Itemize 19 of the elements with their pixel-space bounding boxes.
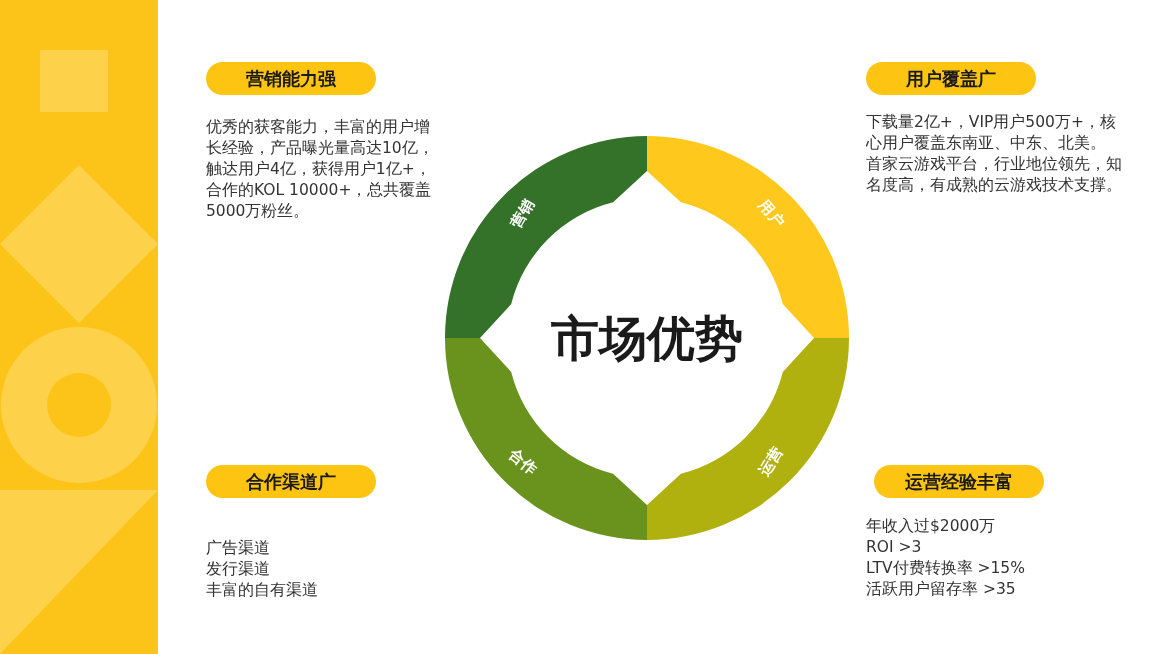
- body-text: 下载量2亿+，VIP用户500万+，核心用户覆盖东南亚、中东、北美。: [866, 112, 1117, 154]
- body-text: 首家云游戏平台，行业地位领先，知名度高，有成熟的云游戏技术支撑。: [866, 154, 1123, 196]
- body-text: 丰富的自有渠道: [206, 580, 319, 601]
- heading-pill: 合作渠道广: [206, 465, 376, 498]
- heading-pill: 营销能力强: [206, 62, 376, 95]
- segment-label: 用户: [753, 196, 788, 232]
- segment-label: 合作: [505, 445, 541, 479]
- body-text: 年收入过$2000万: [866, 516, 997, 537]
- body-text: LTV付费转换率 >15%: [866, 558, 1026, 579]
- heading-pill: 用户覆盖广: [866, 62, 1036, 95]
- segment-label: 营销: [507, 196, 539, 232]
- body-text: 发行渠道: [206, 559, 271, 580]
- segment-label: 运营: [754, 444, 787, 480]
- heading-pill: 运营经验丰富: [874, 465, 1044, 498]
- body-text: 活跃用户留存率 >35: [866, 579, 1017, 600]
- body-text: 优秀的获客能力，丰富的用户增长经验，产品曝光量高达10亿，触达用户4亿，获得用户1亿+，合作的KOL 10000+，总共覆盖5000万粉丝。: [206, 117, 435, 222]
- center-title: 市场优势: [542, 308, 752, 368]
- body-text: 广告渠道: [206, 538, 271, 559]
- body-text: ROI >3: [866, 537, 923, 558]
